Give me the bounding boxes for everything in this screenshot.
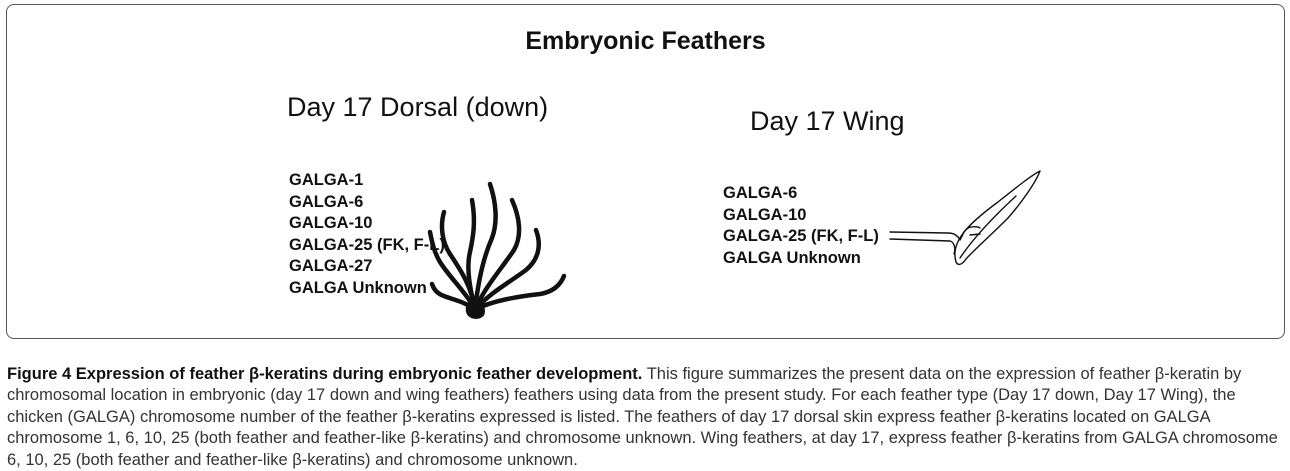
gene-item: GALGA-25 (FK, F-L) — [289, 235, 445, 257]
gene-item: GALGA-10 — [723, 205, 879, 227]
gene-item: GALGA Unknown — [723, 248, 879, 270]
wing-panel-title: Day 17 Wing — [750, 106, 905, 137]
gene-item: GALGA-1 — [289, 170, 445, 192]
wing-gene-list: GALGA-6 GALGA-10 GALGA-25 (FK, F-L) GALG… — [723, 183, 879, 269]
down-feather-icon — [428, 160, 598, 320]
down-barb — [475, 276, 564, 310]
wing-skin-line — [890, 239, 955, 254]
figure-title: Embryonic Feathers — [7, 27, 1284, 56]
gene-item: GALGA-6 — [723, 183, 879, 205]
dorsal-panel-title: Day 17 Dorsal (down) — [287, 92, 548, 123]
wing-feather-icon — [890, 170, 1065, 270]
gene-item: GALGA Unknown — [289, 278, 445, 300]
gene-item: GALGA-10 — [289, 213, 445, 235]
gene-item: GALGA-27 — [289, 256, 445, 278]
down-calamus — [466, 303, 485, 319]
gene-item: GALGA-6 — [289, 192, 445, 214]
gene-item: GALGA-25 (FK, F-L) — [723, 226, 879, 248]
caption-title: Figure 4 Expression of feather β-keratin… — [7, 365, 642, 383]
dorsal-gene-list: GALGA-1 GALGA-6 GALGA-10 GALGA-25 (FK, F… — [289, 170, 445, 299]
wing-vane — [955, 171, 1040, 264]
figure-panel: Embryonic Feathers — [6, 4, 1285, 339]
figure-caption: Figure 4 Expression of feather β-keratin… — [7, 364, 1279, 471]
